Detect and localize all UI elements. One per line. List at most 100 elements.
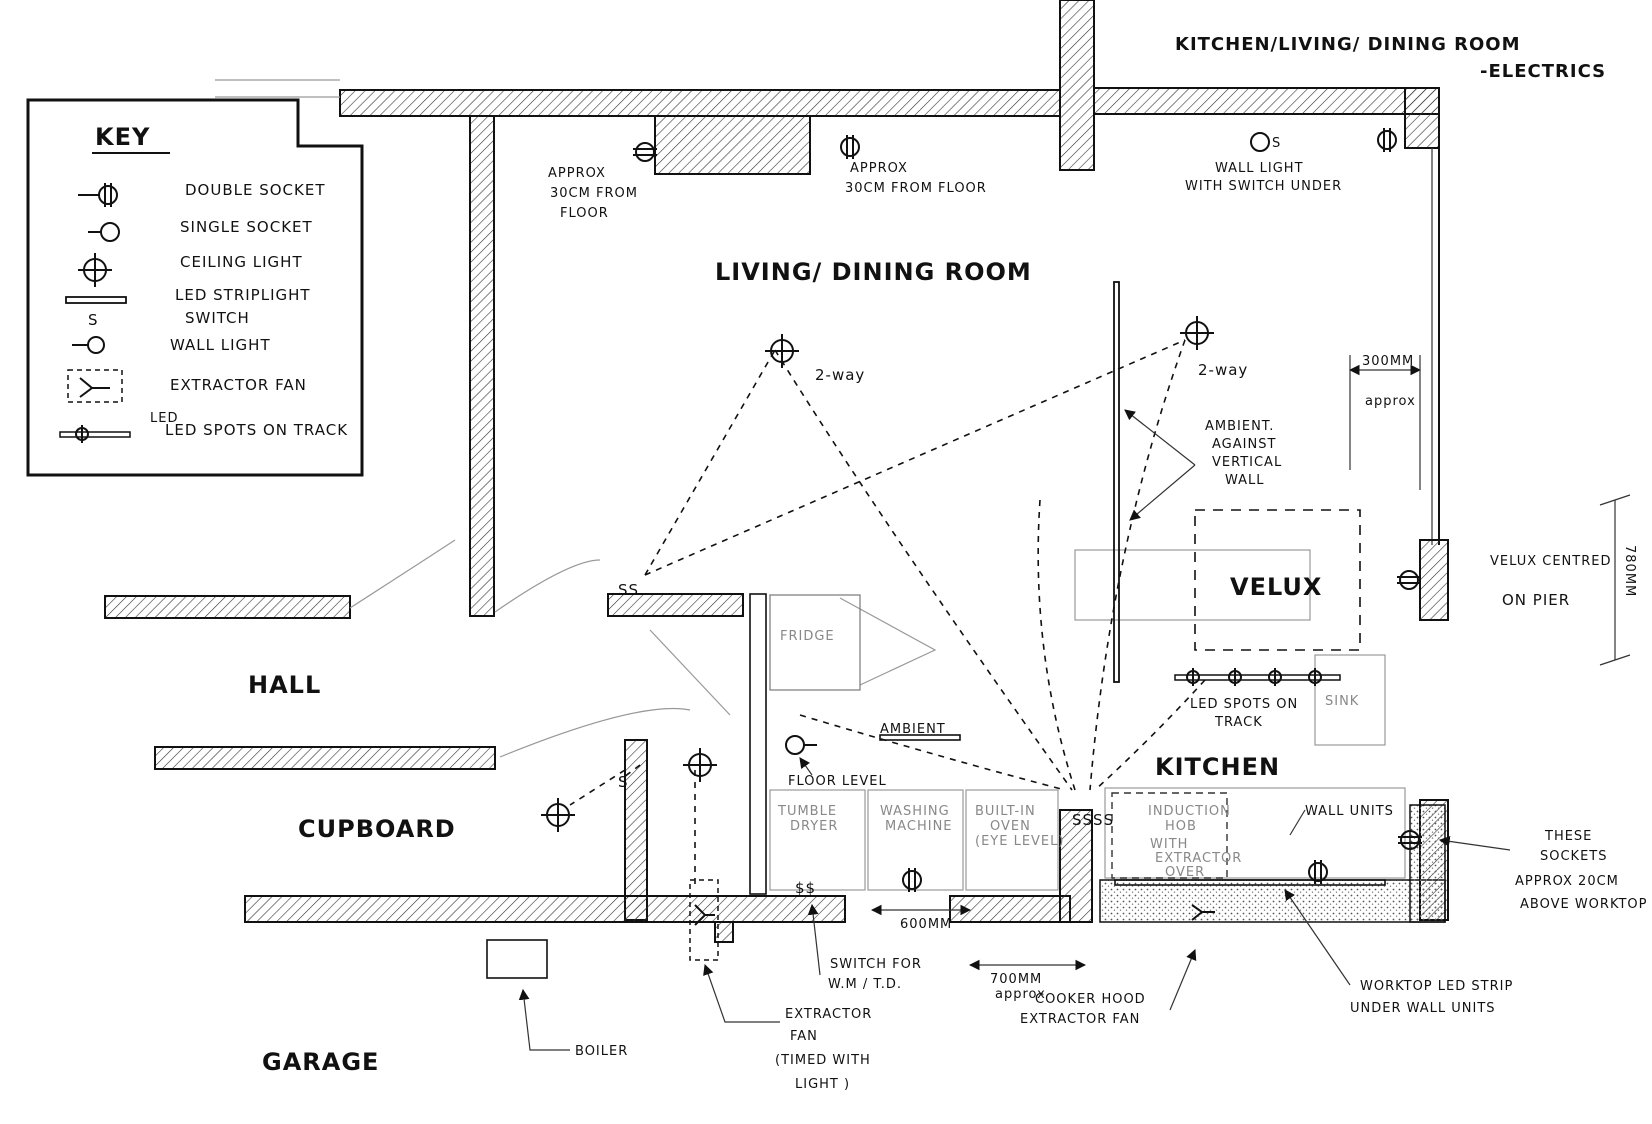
svg-text:SWITCH FOR: SWITCH FOR [830, 957, 922, 972]
extractor-fan-icon [67, 369, 123, 403]
wiring [569, 339, 1206, 890]
single-socket-icon [87, 222, 120, 242]
svg-text:WORKTOP LED STRIP: WORKTOP LED STRIP [1360, 979, 1513, 994]
switch-ssss-kitchen: SSSS [1072, 811, 1114, 829]
legend: KEY DOUBLE SOCKET SINGLE SOCKET CEILING … [26, 98, 364, 477]
ceiling-light-icon [77, 252, 113, 288]
wall-pier-top [1059, 0, 1095, 171]
svg-text:LED SPOTS ON TRACK: LED SPOTS ON TRACK [165, 421, 348, 439]
svg-text:THESE: THESE [1544, 829, 1592, 844]
title-line-1: KITCHEN/LIVING/ DINING ROOM [1175, 34, 1521, 55]
led-spot-icon [1186, 667, 1200, 687]
svg-text:780MM: 780MM [1622, 545, 1637, 597]
double-socket-icon [1377, 127, 1397, 153]
svg-text:LED STRIPLIGHT: LED STRIPLIGHT [175, 286, 311, 304]
led-striplight-icon [65, 296, 127, 304]
legend-item-single-socket: SINGLE SOCKET [87, 218, 312, 242]
wall-light-icon [1250, 132, 1270, 152]
legend-item-led-spots-on-track: LED LED SPOTS ON TRACK [59, 411, 348, 444]
svg-text:(EYE LEVEL): (EYE LEVEL) [975, 834, 1064, 849]
double-socket-icon [840, 134, 860, 160]
room-kitchen: KITCHEN [1155, 753, 1280, 781]
boiler-box [486, 939, 548, 979]
svg-text:approx: approx [995, 987, 1046, 1002]
svg-text:WITH SWITCH UNDER: WITH SWITCH UNDER [1185, 179, 1342, 194]
legend-item-wall-light: WALL LIGHT [72, 336, 271, 354]
led-spots-on-track [1174, 667, 1341, 687]
wall-fridge-top [607, 593, 744, 617]
annotations: APPROX 30CM FROM FLOOR APPROX 30CM FROM … [518, 161, 1646, 1092]
room-labels: LIVING/ DINING ROOM HALL CUPBOARD GARAGE… [248, 258, 1280, 1076]
double-socket-icon [1396, 570, 1422, 590]
worktop-led-strip [1114, 879, 1386, 886]
led-spots-on-track-icon [59, 424, 131, 444]
extractor-fan-icon [689, 879, 719, 961]
room-garage: GARAGE [262, 1048, 379, 1076]
switch-icon: S [88, 311, 99, 329]
double-socket-icon [902, 867, 922, 893]
ceiling-light-icon [682, 747, 718, 783]
svg-text:FLOOR: FLOOR [560, 206, 609, 221]
velux-outline [1194, 509, 1361, 651]
svg-text:LED: LED [150, 411, 178, 426]
svg-text:EXTRACTOR FAN: EXTRACTOR FAN [170, 376, 307, 394]
svg-text:SOCKETS: SOCKETS [1540, 849, 1608, 864]
legend-item-extractor-fan: EXTRACTOR FAN [67, 369, 307, 403]
svg-text:APPROX: APPROX [850, 161, 908, 176]
title-line-2: -ELECTRICS [1480, 61, 1606, 82]
svg-text:CEILING LIGHT: CEILING LIGHT [180, 253, 303, 271]
single-socket-icon [785, 735, 818, 755]
svg-text:WALL LIGHT: WALL LIGHT [170, 336, 271, 354]
svg-text:EXTRACTOR: EXTRACTOR [1155, 851, 1242, 866]
svg-text:TRACK: TRACK [1214, 715, 1263, 730]
svg-text:VERTICAL: VERTICAL [1212, 455, 1282, 470]
legend-item-ceiling-light: CEILING LIGHT [77, 252, 303, 288]
ceiling-light-icon [1179, 315, 1215, 351]
svg-text:AGAINST: AGAINST [1212, 437, 1276, 452]
svg-text:ON PIER: ON PIER [1502, 591, 1570, 609]
svg-text:approx: approx [1365, 394, 1416, 409]
legend-heading: KEY [95, 123, 150, 151]
svg-text:300MM: 300MM [1362, 354, 1414, 369]
svg-text:BOILER: BOILER [575, 1044, 628, 1059]
svg-text:2-way: 2-way [1198, 361, 1248, 379]
legend-item-double-socket: DOUBLE SOCKET [78, 181, 325, 208]
drawing-title: KITCHEN/LIVING/ DINING ROOM -ELECTRICS [1175, 34, 1606, 82]
fridge-box [769, 594, 861, 691]
svg-text:EXTRACTOR: EXTRACTOR [785, 1007, 872, 1022]
wall-units-box [1104, 787, 1406, 879]
svg-text:(TIMED WITH: (TIMED WITH [775, 1053, 871, 1068]
svg-text:WITH: WITH [1150, 837, 1188, 852]
switch-ss-living: SS [618, 581, 639, 599]
switch-s-cupboard: S [618, 773, 629, 791]
svg-text:S: S [1272, 136, 1281, 151]
room-hall: HALL [248, 671, 321, 699]
chimney-breast [654, 115, 811, 175]
svg-text:30CM FROM FLOOR: 30CM FROM FLOOR [845, 181, 987, 196]
wall-right-pier [1419, 539, 1449, 621]
brick-wall [749, 593, 767, 895]
wall-oven-pier [1059, 809, 1093, 923]
led-spot-icon [1268, 667, 1282, 687]
svg-text:MACHINE: MACHINE [885, 819, 953, 834]
svg-text:BUILT-IN: BUILT-IN [975, 804, 1036, 819]
svg-text:WASHING: WASHING [880, 804, 950, 819]
svg-text:EXTRACTOR FAN: EXTRACTOR FAN [1020, 1012, 1140, 1027]
svg-text:LIGHT ): LIGHT ) [795, 1077, 850, 1092]
svg-text:APPROX 20CM: APPROX 20CM [1515, 874, 1619, 889]
svg-text:WALL UNITS: WALL UNITS [1305, 804, 1394, 819]
svg-text:TUMBLE: TUMBLE [777, 804, 837, 819]
svg-text:WALL: WALL [1225, 473, 1265, 488]
svg-text:700MM: 700MM [990, 972, 1042, 987]
wall-hall-bottom [154, 746, 496, 770]
hob-extractor-outline [1111, 792, 1228, 879]
svg-text:SWITCH: SWITCH [185, 309, 250, 327]
svg-text:AMBIENT: AMBIENT [880, 722, 946, 737]
room-cupboard: CUPBOARD [298, 815, 456, 843]
led-spot-icon [1228, 667, 1242, 687]
room-living: LIVING/ DINING ROOM [715, 258, 1032, 286]
svg-text:UNDER WALL UNITS: UNDER WALL UNITS [1350, 1001, 1496, 1016]
svg-text:FLOOR LEVEL: FLOOR LEVEL [788, 774, 887, 789]
wall-top-right [1093, 87, 1440, 115]
